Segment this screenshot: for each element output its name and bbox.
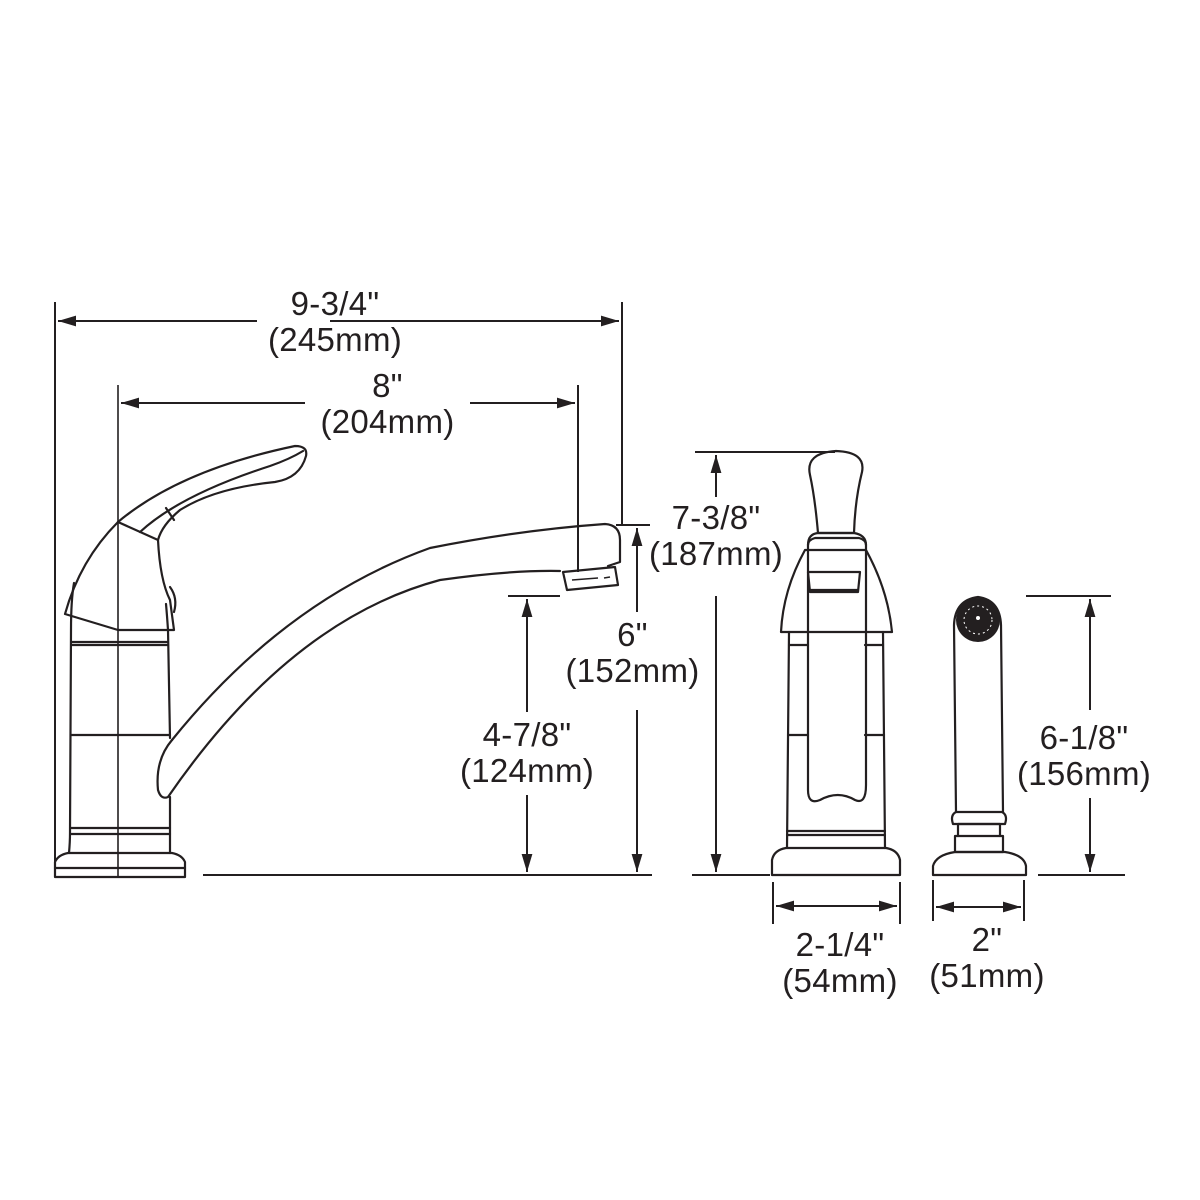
sprayer-height-imperial: 6-1/8" (1039, 719, 1129, 756)
dimension-lines (54, 302, 1125, 924)
overall-width-label: 9-3/4" (245mm) (255, 286, 415, 358)
side-sprayer-view (931, 595, 1028, 877)
spout-reach-label: 8" (204mm) (305, 368, 470, 440)
base-width-imperial: 2-1/4" (795, 926, 885, 963)
overall-height-imperial: 7-3/8" (671, 499, 761, 536)
overall-height-metric: (187mm) (648, 535, 784, 572)
sprayer-base-width-metric: (51mm) (929, 957, 1045, 994)
overall-width-metric: (245mm) (267, 321, 403, 358)
spout-reach-imperial: 8" (372, 367, 403, 404)
spout-height-metric: (152mm) (565, 652, 700, 689)
base-width-label: 2-1/4" (54mm) (765, 927, 915, 999)
faucet-front-view (770, 449, 902, 877)
sprayer-height-metric: (156mm) (1016, 755, 1152, 792)
spout-height-imperial: 6" (617, 616, 648, 653)
sprayer-base-width-label: 2" (51mm) (912, 922, 1062, 994)
aerator-clearance-imperial: 4-7/8" (482, 716, 572, 753)
overall-width-imperial: 9-3/4" (290, 285, 380, 322)
aerator-clearance-metric: (124mm) (459, 752, 595, 789)
base-width-metric: (54mm) (782, 962, 898, 999)
spout-reach-metric: (204mm) (320, 403, 455, 440)
sprayer-base-width-imperial: 2" (971, 921, 1003, 958)
overall-height-label: 7-3/8" (187mm) (636, 500, 796, 572)
spout-height-label: 6" (152mm) (550, 617, 715, 689)
aerator-clearance-label: 4-7/8" (124mm) (447, 717, 607, 789)
sprayer-height-label: 6-1/8" (156mm) (1004, 720, 1164, 792)
faucet-side-view (53, 385, 622, 879)
